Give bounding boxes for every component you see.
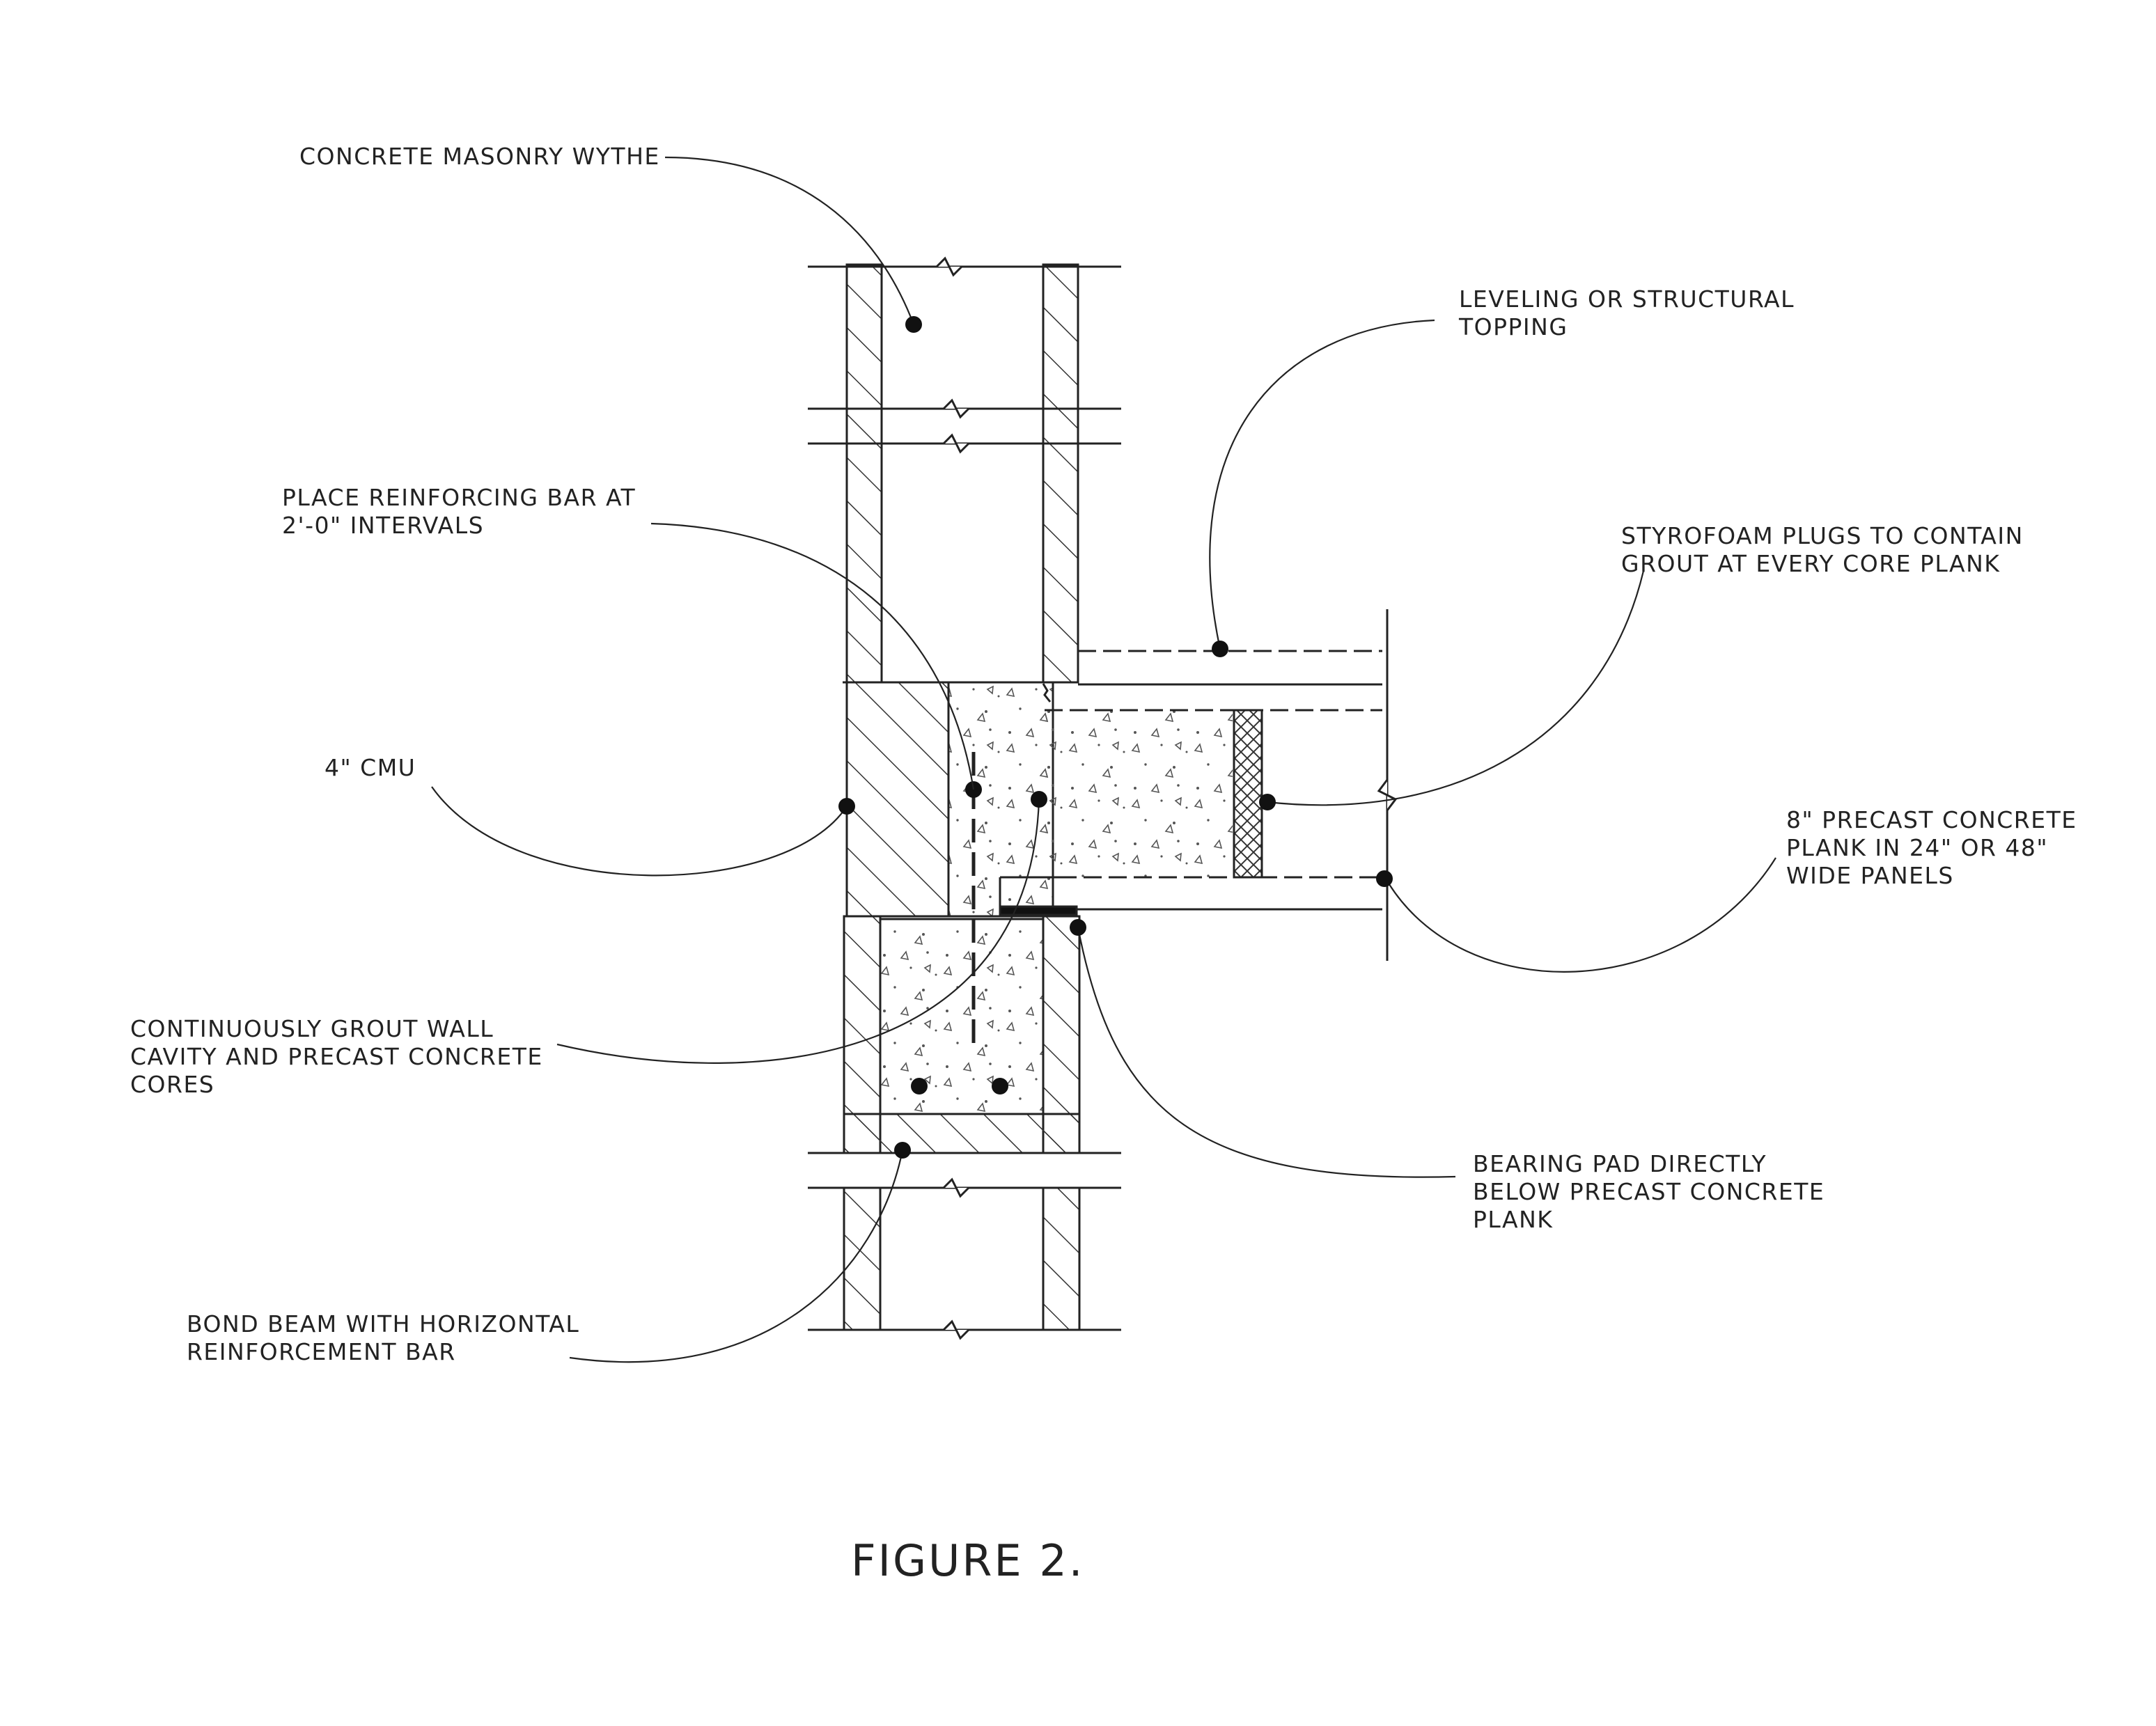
bond-beam-bar-left [911, 1078, 928, 1095]
label-line: PLANK [1473, 1206, 1554, 1233]
label-line: CAVITY AND PRECAST CONCRETE [130, 1043, 543, 1070]
bond-beam-bar-right [992, 1078, 1008, 1095]
dot-plank [1376, 870, 1393, 887]
label-masonry-wythe: CONCRETE MASONRY WYTHE [299, 143, 660, 171]
leader-masonry-wythe [664, 156, 915, 325]
label-line: CONCRETE MASONRY WYTHE [299, 143, 660, 170]
plank-core-grout [1045, 710, 1233, 877]
label-line: BEARING PAD DIRECTLY [1473, 1150, 1767, 1177]
label-line: GROUT AT EVERY CORE PLANK [1621, 550, 2001, 577]
label-bearing-pad: BEARING PAD DIRECTLY BELOW PRECAST CONCR… [1473, 1150, 1825, 1234]
label-line: BOND BEAM WITH HORIZONTAL [187, 1310, 580, 1337]
bond-beam-grout [879, 918, 1045, 1115]
dot-topping [1212, 641, 1228, 657]
label-line: STYROFOAM PLUGS TO CONTAIN [1621, 522, 2024, 549]
styrofoam-plug [1233, 709, 1263, 879]
label-line: 8" PRECAST CONCRETE [1786, 806, 2077, 833]
label-line: PLANK IN 24" OR 48" [1786, 834, 2049, 861]
upper-face-shell-right [1042, 263, 1079, 684]
label-line: LEVELING OR STRUCTURAL [1459, 285, 1795, 313]
leader-grout [556, 799, 1040, 1064]
bond-beam-bottom [843, 1113, 1081, 1154]
leader-reinforcing-bar [650, 522, 975, 790]
label-line: 2'-0" INTERVALS [282, 512, 485, 539]
leader-plank [1385, 857, 1776, 973]
label-bond-beam: BOND BEAM WITH HORIZONTAL REINFORCEMENT … [187, 1310, 579, 1366]
label-topping: LEVELING OR STRUCTURAL TOPPING [1459, 285, 1795, 341]
lower-face-shell-left [843, 1186, 882, 1331]
label-line: PLACE REINFORCING BAR AT [282, 484, 636, 511]
bearing-pad [999, 905, 1078, 916]
lower-face-shell-right [1042, 1186, 1081, 1331]
figure-caption: FIGURE 2. [851, 1535, 1085, 1586]
cmu-block [845, 681, 950, 918]
upper-face-shell-left [845, 263, 883, 684]
leader-cmu [431, 786, 847, 877]
leader-styrofoam [1267, 570, 1645, 806]
label-line: TOPPING [1459, 313, 1568, 340]
dot-bond-beam [894, 1142, 911, 1159]
label-cmu: 4" CMU [325, 754, 416, 782]
dot-bearing-pad [1070, 919, 1086, 936]
label-precast-plank: 8" PRECAST CONCRETE PLANK IN 24" OR 48" … [1786, 806, 2077, 890]
label-grout-wall: CONTINUOUSLY GROUT WALL CAVITY AND PRECA… [130, 1015, 543, 1099]
dot-cmu [838, 798, 855, 815]
label-line: 4" CMU [325, 754, 416, 781]
label-line: CORES [130, 1071, 215, 1098]
label-line: CONTINUOUSLY GROUT WALL [130, 1015, 494, 1042]
label-line: WIDE PANELS [1786, 862, 1954, 889]
label-line: BELOW PRECAST CONCRETE [1473, 1178, 1825, 1205]
dot-masonry-wythe [905, 316, 922, 333]
label-reinforcing-bar: PLACE REINFORCING BAR AT 2'-0" INTERVALS [282, 484, 636, 540]
label-styrofoam: STYROFOAM PLUGS TO CONTAIN GROUT AT EVER… [1621, 522, 2024, 578]
label-line: REINFORCEMENT BAR [187, 1338, 456, 1365]
dot-styrofoam [1259, 794, 1276, 810]
leader-bond-beam [569, 1150, 904, 1363]
leader-bearing-pad [1077, 927, 1456, 1178]
dot-grout [1031, 791, 1047, 808]
leader-topping [1209, 319, 1435, 650]
